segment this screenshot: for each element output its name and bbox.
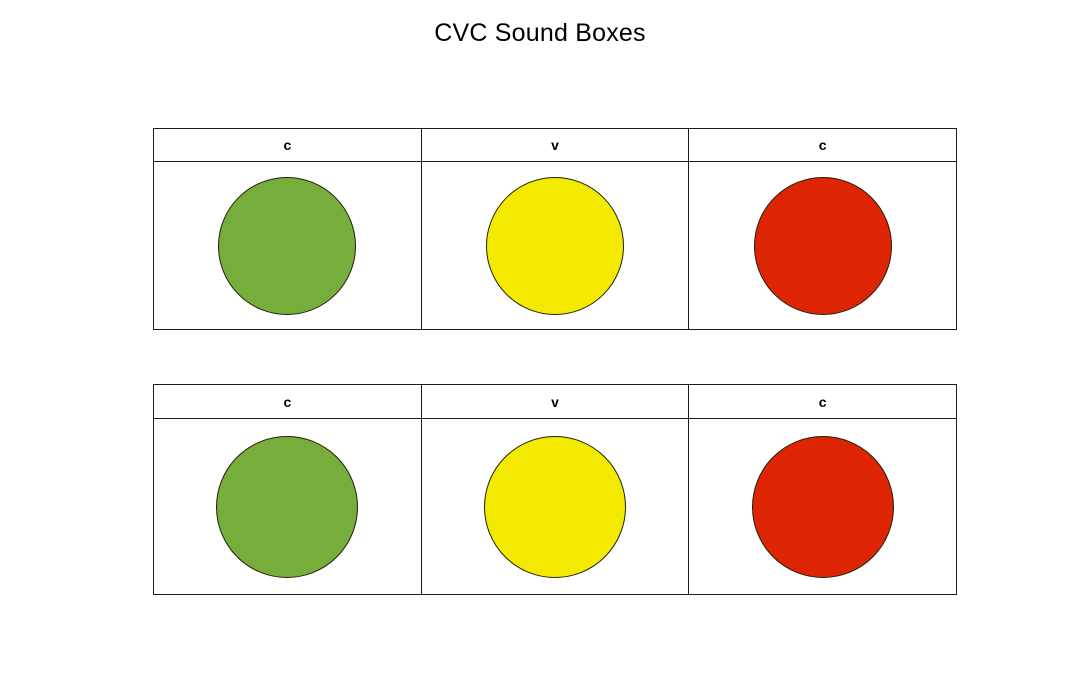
header-cell-v: v <box>420 129 689 161</box>
sound-cell <box>154 162 421 329</box>
page-title: CVC Sound Boxes <box>434 19 646 47</box>
sound-cell <box>688 162 956 329</box>
sound-cell <box>154 419 421 594</box>
header-row: c v c <box>154 129 956 162</box>
header-cell-c1: c <box>283 393 292 410</box>
header-cell-c1: c <box>283 137 292 153</box>
header-cell-c2: c <box>688 129 956 161</box>
header-row: c v c <box>154 385 956 419</box>
sound-box-table-2: c v c <box>153 384 957 595</box>
yellow-circle <box>486 176 624 315</box>
sound-cell <box>420 419 689 594</box>
sound-cell <box>688 419 956 594</box>
red-circle <box>753 176 892 315</box>
sound-box-table-1: c v c <box>153 128 957 330</box>
yellow-circle <box>484 435 626 578</box>
red-circle <box>751 435 894 578</box>
body-row <box>154 162 956 329</box>
green-circle <box>216 435 359 578</box>
sound-cell <box>420 162 689 329</box>
header-cell-v: v <box>420 385 689 418</box>
green-circle <box>218 176 357 315</box>
body-row <box>154 419 956 594</box>
header-cell-c2: c <box>688 385 956 418</box>
